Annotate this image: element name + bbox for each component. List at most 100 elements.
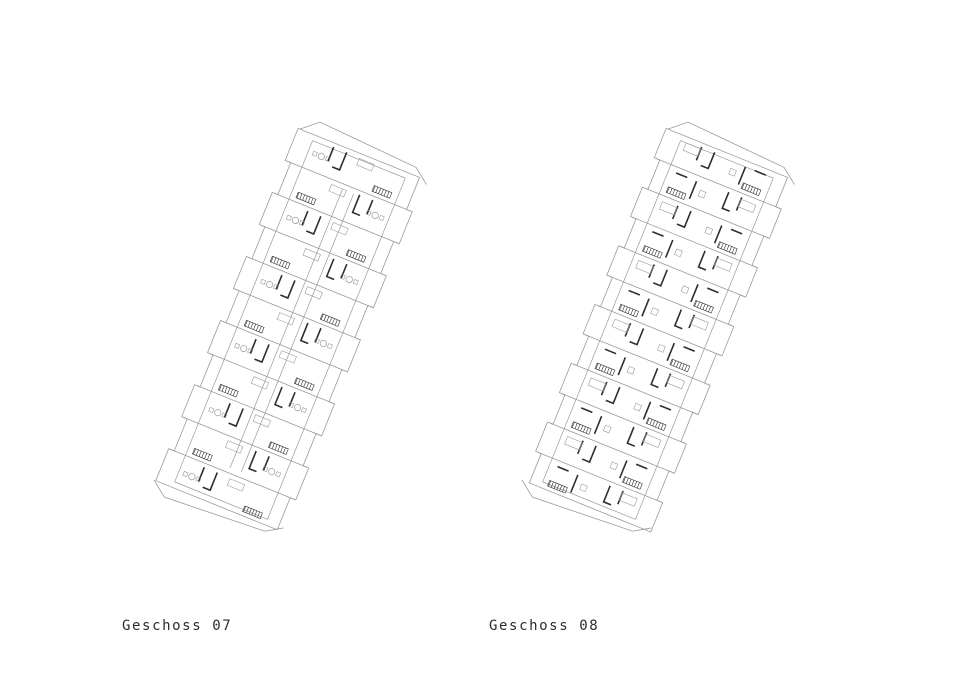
fixture-icon: [674, 248, 683, 258]
chair-icon: [260, 278, 267, 285]
stair: [669, 358, 691, 373]
fixture-icon: [728, 167, 737, 177]
bed-icon: [278, 350, 297, 364]
south-gable: [521, 479, 652, 532]
stair: [740, 182, 762, 196]
bed-icon: [690, 316, 709, 331]
bed-icon: [330, 222, 349, 236]
unit-separator: [222, 320, 347, 372]
apartment-unit: [587, 377, 672, 431]
south-gable: [153, 479, 284, 532]
building-07: [153, 121, 427, 532]
interior-wall: [675, 172, 698, 200]
apartment-unit: [564, 436, 648, 490]
chair-icon: [324, 155, 331, 162]
stair: [618, 303, 639, 318]
unit-separator: [273, 192, 399, 244]
table-icon: [293, 403, 302, 412]
bed-icon: [619, 492, 638, 507]
interior-wall: [580, 407, 603, 435]
interior-wall: [299, 322, 322, 345]
apartment-unit: [217, 376, 307, 414]
apartment-unit: [665, 172, 757, 214]
chair-icon: [208, 406, 215, 413]
floor-plan-geschoss-07: [110, 120, 470, 560]
stair: [242, 505, 263, 519]
chair-icon: [365, 209, 372, 216]
bed-icon: [642, 433, 662, 448]
chair-icon: [326, 343, 333, 350]
chair-icon: [339, 273, 346, 280]
stair: [192, 447, 213, 462]
apartment-unit: [260, 274, 341, 327]
chair-icon: [285, 214, 292, 221]
stair: [217, 383, 239, 398]
unit-separator: [644, 187, 769, 239]
table-icon: [266, 280, 274, 289]
bed-icon: [611, 318, 631, 333]
unit-separator: [196, 384, 321, 436]
stair: [665, 186, 687, 200]
fixture-icon: [633, 402, 642, 412]
stair: [295, 191, 317, 206]
interior-wall: [273, 386, 296, 409]
floor-plan-08-drawing: [521, 121, 795, 533]
chair-icon: [262, 465, 269, 472]
stair: [547, 480, 568, 494]
interior-wall: [713, 225, 743, 244]
interior-wall: [618, 460, 648, 479]
apartment-unit: [642, 231, 733, 272]
interior-wall: [557, 465, 579, 493]
apartment-unit: [611, 318, 695, 373]
unit-separator: [608, 275, 734, 327]
interior-wall: [249, 338, 270, 364]
table-icon: [291, 216, 299, 224]
bed-icon: [564, 436, 583, 451]
interior-wall: [275, 274, 296, 300]
interior-wall: [327, 146, 348, 171]
interior-wall: [652, 231, 674, 258]
unit-separator: [632, 216, 757, 268]
apartment-unit: [243, 312, 333, 350]
fixture-icon: [602, 424, 612, 434]
chair-icon: [378, 214, 385, 221]
apartment-unit: [269, 248, 359, 286]
bed-icon: [304, 286, 323, 300]
fixture-icon: [704, 226, 714, 236]
unit-separator: [655, 158, 781, 210]
bed-icon: [226, 478, 246, 492]
unit-separator: [170, 449, 295, 500]
unit-separator: [286, 160, 412, 212]
stair: [293, 377, 315, 391]
table-icon: [268, 468, 276, 476]
unit-separator: [261, 224, 386, 276]
interior-wall: [666, 342, 695, 361]
corridor-wall: [229, 189, 343, 468]
apartment-unit: [285, 210, 367, 263]
apartment-unit: [682, 142, 767, 196]
fixture-icon: [657, 344, 666, 353]
chair-icon: [352, 279, 359, 286]
unit-separator: [209, 352, 334, 404]
building-08: [521, 121, 795, 533]
bed-icon: [713, 257, 733, 272]
fixture-icon: [579, 483, 588, 493]
bed-icon: [635, 259, 654, 275]
apartment-unit: [192, 440, 282, 478]
unit-separator: [572, 363, 698, 415]
bed-icon: [328, 184, 347, 198]
apartment-unit: [659, 201, 743, 255]
stair: [243, 319, 265, 334]
chair-icon: [247, 348, 254, 355]
unit-separator: [537, 451, 662, 503]
unit-separator: [596, 304, 722, 356]
fixture-icon: [650, 307, 659, 316]
apartment-unit: [547, 465, 638, 507]
chair-icon: [221, 412, 228, 419]
stair: [693, 299, 714, 314]
unit-separator: [235, 288, 360, 340]
floor-plan-geschoss-08: [478, 120, 838, 560]
bed-icon: [659, 201, 678, 216]
chair-icon: [182, 471, 189, 478]
table-icon: [345, 275, 353, 283]
